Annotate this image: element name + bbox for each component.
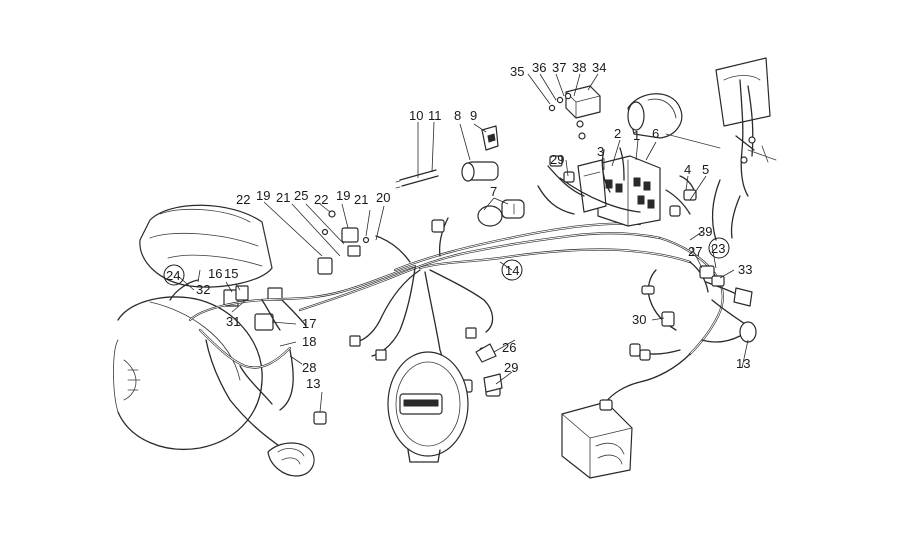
callout-22-right: 22 — [314, 192, 328, 207]
relay-34 — [565, 85, 601, 119]
callout-35: 35 — [510, 64, 524, 79]
callout-13-left: 13 — [306, 376, 320, 391]
callout-20: 20 — [376, 190, 390, 205]
callout-7: 7 — [490, 184, 497, 199]
callout-28: 28 — [302, 360, 316, 375]
callout-18: 18 — [302, 334, 316, 349]
callout-34: 34 — [592, 60, 606, 75]
callout-14: 14 — [505, 263, 519, 278]
callout-33: 33 — [738, 262, 752, 277]
callout-27: 27 — [688, 244, 702, 259]
callout-2: 2 — [614, 126, 621, 141]
alternator-cover — [387, 351, 469, 463]
callout-23: 23 — [711, 241, 725, 256]
callout-38: 38 — [572, 60, 586, 75]
flasher-unit — [477, 199, 525, 227]
callout-36: 36 — [532, 60, 546, 75]
callout-37: 37 — [552, 60, 566, 75]
callout-19-right: 19 — [336, 188, 350, 203]
callout-5: 5 — [702, 162, 709, 177]
callout-19-left: 19 — [256, 188, 270, 203]
callout-25: 25 — [294, 188, 308, 203]
main-harness — [298, 217, 692, 385]
callout-10: 10 — [409, 108, 423, 123]
callout-31: 31 — [226, 314, 240, 329]
callout-39: 39 — [698, 224, 712, 239]
fuse-box — [597, 155, 661, 227]
callout-9: 9 — [470, 108, 477, 123]
callout-15: 15 — [224, 266, 238, 281]
sub-harness-left — [169, 264, 417, 449]
callout-17: 17 — [302, 316, 316, 331]
upper-right-branches — [537, 147, 697, 217]
battery-box — [561, 399, 633, 479]
rear-harness — [605, 236, 757, 403]
cap-9 — [481, 125, 499, 151]
callout-8: 8 — [454, 108, 461, 123]
headlamp-fairing — [139, 204, 273, 288]
callout-13-right: 13 — [736, 356, 750, 371]
callout-1: 1 — [633, 128, 640, 143]
rods-10-11 — [395, 169, 439, 189]
callout-24: 24 — [166, 268, 180, 283]
callout-21-right: 21 — [354, 192, 368, 207]
horn-left — [267, 411, 327, 477]
callout-26: 26 — [502, 340, 516, 355]
sensor-29b — [483, 373, 503, 393]
callout-32: 32 — [196, 282, 210, 297]
callout-3: 3 — [597, 144, 604, 159]
callout-30: 30 — [632, 312, 646, 327]
switch-8 — [461, 161, 499, 182]
callout-6: 6 — [652, 126, 659, 141]
leader-lines — [177, 73, 749, 413]
regulator-2 — [577, 159, 607, 213]
tail-light-bracket — [665, 57, 777, 241]
callout-29-upper: 29 — [550, 152, 564, 167]
callout-11: 11 — [428, 108, 442, 123]
sensor-26 — [475, 343, 497, 363]
callout-4: 4 — [684, 162, 691, 177]
small-hardware-35-38 — [548, 92, 586, 140]
callout-labels: 1 2 3 4 5 6 7 8 9 10 11 13 13 14 15 16 1… — [163, 60, 752, 391]
callout-16: 16 — [208, 266, 222, 281]
callout-22-left: 22 — [236, 192, 250, 207]
callout-circle-23 — [708, 237, 730, 259]
headlamp-lens — [113, 296, 263, 450]
callout-29-lower: 29 — [504, 360, 518, 375]
relay-cluster-left — [223, 210, 370, 331]
callout-circle-14 — [501, 259, 523, 281]
horn-upper-right — [627, 93, 683, 139]
callout-21-left: 21 — [276, 190, 290, 205]
callout-circle-24 — [163, 264, 185, 286]
